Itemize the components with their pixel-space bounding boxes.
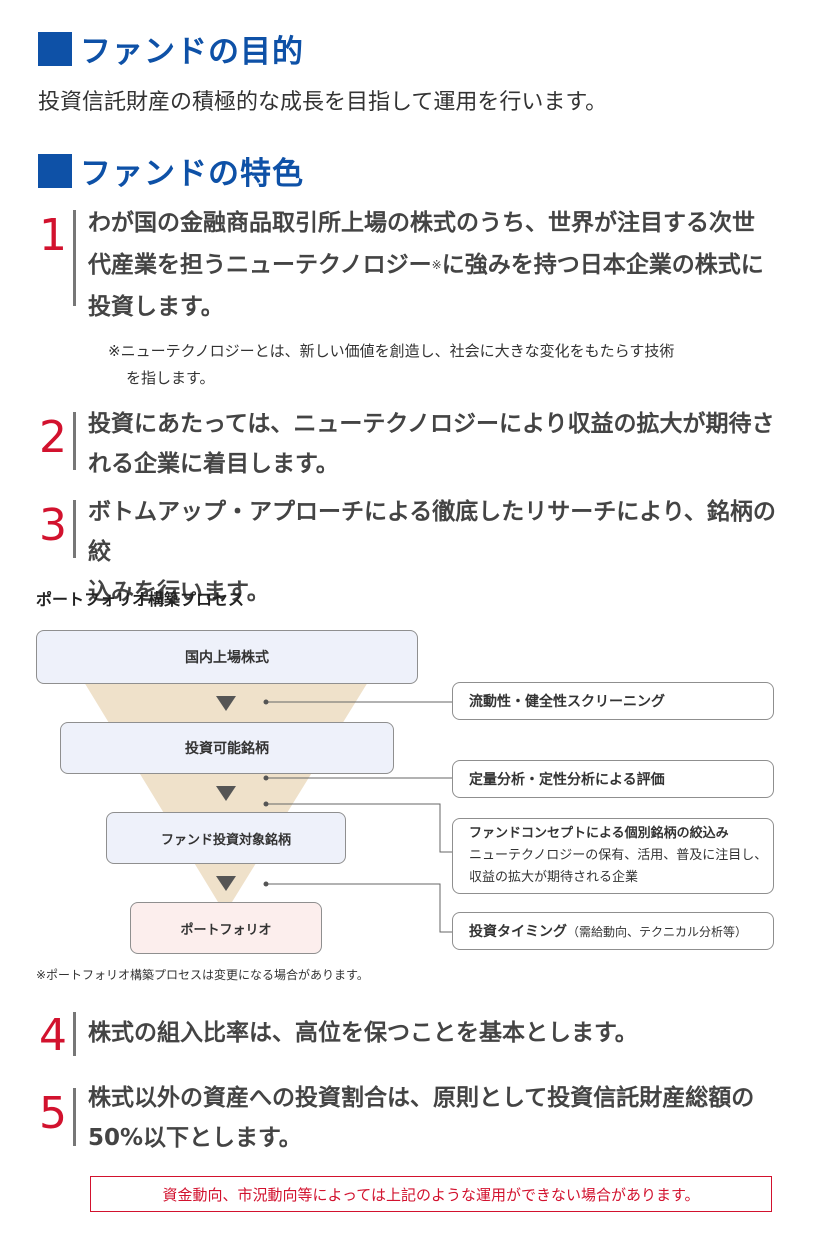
down-arrow-icon [216,696,236,711]
feature-line: 込みを行います。 [88,579,270,605]
divider [73,412,76,470]
feature-item-4: 4 株式の組入比率は、高位を保つことを基本とします。 [38,1010,798,1061]
criteria-sub: ニューテクノロジーの保有、活用、普及に注目し、 [469,848,768,863]
criteria-title: 定量分析・定性分析による評価 [469,772,665,788]
feature-footnote: ※ニューテクノロジーとは、新しい価値を創造し、社会に大きな変化をもたらす技術 を… [108,338,788,392]
feature-number: 1 [39,210,67,261]
footnote-line: ※ニューテクノロジーとは、新しい価値を創造し、社会に大きな変化をもたらす技術 [108,342,675,360]
heading-square-icon [38,31,72,66]
divider [73,1012,76,1056]
stage-box-investable: 投資可能銘柄 [60,722,394,774]
process-title: ポートフォリオ構築プロセス [36,590,245,609]
feature-item-3: 3 ボトムアップ・アプローチによる徹底したリサーチにより、銘柄の絞 込みを行いま… [38,499,798,605]
feature-item-1: 1 わが国の金融商品取引所上場の株式のうち、世界が注目する次世 代産業を担うニュ… [38,210,798,320]
criteria-title: ファンドコンセプトによる個別銘柄の絞込み [469,826,729,841]
connector-dot [263,699,269,705]
feature-item-5: 5 株式以外の資産への投資割合は、原則として投資信託財産総額の 50%以下としま… [38,1085,798,1151]
feature-text: わが国の金融商品取引所上場の株式のうち、世界が注目する次世 代産業を担うニューテ… [88,202,788,328]
feature-line: 株式以外の資産への投資割合は、原則として投資信託財産総額の [88,1085,755,1111]
heading-square-icon [38,153,72,188]
feature-number: 3 [39,500,67,551]
connector-dot [263,775,269,781]
feature-text: 投資にあたっては、ニューテクノロジーにより収益の拡大が期待さ れる企業に着目しま… [88,404,788,484]
feature-line: 50%以下とします。 [88,1125,302,1151]
divider [73,500,76,558]
feature-line: 株式の組入比率は、高位を保つことを基本とします。 [88,1020,638,1046]
stage-box-domestic-listed: 国内上場株式 [36,630,418,684]
down-arrow-icon [216,876,236,891]
criteria-title-suffix: （需給動向、テクニカル分析等） [567,925,748,939]
feature-line: わが国の金融商品取引所上場の株式のうち、世界が注目する次世 [88,210,755,236]
criteria-title: 流動性・健全性スクリーニング [469,694,665,710]
criteria-box-concept: ファンドコンセプトによる個別銘柄の絞込み ニューテクノロジーの保有、活用、普及に… [452,818,774,894]
footnote-mark: ※ [431,258,442,272]
feature-number: 4 [39,1010,67,1061]
stage-box-target: ファンド投資対象銘柄 [106,812,346,864]
criteria-box-timing: 投資タイミング（需給動向、テクニカル分析等） [452,912,774,950]
feature-line: ボトムアップ・アプローチによる徹底したリサーチにより、銘柄の絞 [88,499,776,565]
purpose-heading: ファンドの目的 [38,26,304,71]
connector-dot [263,881,269,887]
feature-text: ボトムアップ・アプローチによる徹底したリサーチにより、銘柄の絞 込みを行います。 [88,492,788,612]
footnote-line: を指します。 [126,369,215,387]
feature-line: に強みを持つ日本企業の株式に [441,252,764,278]
criteria-box-evaluation: 定量分析・定性分析による評価 [452,760,774,798]
criteria-sub: 収益の拡大が期待される企業 [469,870,639,885]
divider [73,1088,76,1146]
criteria-title-main: 投資タイミング [469,924,567,940]
purpose-title: ファンドの目的 [80,34,304,70]
features-title: ファンドの特色 [80,156,304,192]
feature-line: 投資にあたっては、ニューテクノロジーにより収益の拡大が期待さ [88,411,775,437]
warning-box: 資金動向、市況動向等によっては上記のような運用ができない場合があります。 [90,1176,772,1212]
features-heading: ファンドの特色 [38,148,304,193]
criteria-title: 投資タイミング（需給動向、テクニカル分析等） [469,921,773,941]
feature-text: 株式の組入比率は、高位を保つことを基本とします。 [88,1012,788,1054]
down-arrow-icon [216,786,236,801]
feature-number: 2 [39,412,67,463]
feature-item-2: 2 投資にあたっては、ニューテクノロジーにより収益の拡大が期待さ れる企業に着目… [38,411,798,477]
feature-line: れる企業に着目します。 [88,451,339,477]
criteria-box-screening: 流動性・健全性スクリーニング [452,682,774,720]
feature-text: 株式以外の資産への投資割合は、原則として投資信託財産総額の 50%以下とします。 [88,1078,788,1158]
connector-dot [263,801,269,807]
purpose-text: 投資信託財産の積極的な成長を目指して運用を行います。 [38,90,608,115]
process-note: ※ポートフォリオ構築プロセスは変更になる場合があります。 [36,968,369,982]
feature-number: 5 [39,1088,67,1139]
stage-box-portfolio: ポートフォリオ [130,902,322,954]
feature-line: 代産業を担うニューテクノロジー [88,252,432,278]
divider [73,210,76,306]
feature-line: 投資します。 [88,294,224,320]
